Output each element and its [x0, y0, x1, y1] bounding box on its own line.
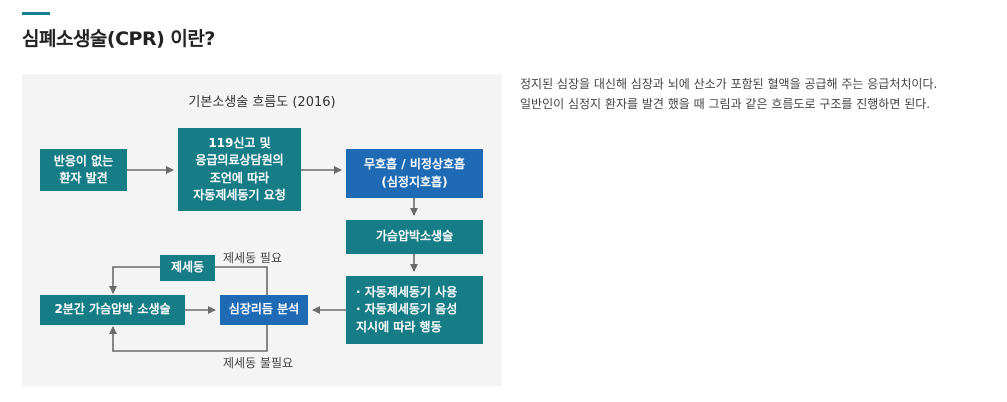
description-paragraph: 일반인이 심정지 환자를 발견 했을 때 그림과 같은 흐름도로 구조를 진행하… — [520, 97, 931, 112]
diagram-title: 기본소생술 흐름도 (2016) — [188, 95, 336, 110]
arrow-rhythm-to-defib — [215, 266, 268, 295]
node-call-119: 119신고 및 응급의료상담원의 조언에 따라 자동제세동기 요청 — [178, 128, 301, 211]
label-no-shock-needed: 제세동 불필요 — [223, 356, 294, 370]
node-no-breathing: 무호흡 / 비정상호흡 (심정지호흡) — [346, 149, 483, 198]
title-accent-bar — [22, 12, 50, 15]
node-rhythm-analysis: 심장리듬 분석 — [220, 295, 308, 325]
node-compression: 가슴압박소생술 — [346, 220, 483, 254]
arrow-defib-to-twomin — [109, 266, 160, 294]
flow-arrows — [109, 166, 418, 352]
node-unresponsive: 반응이 없는 환자 발견 — [40, 149, 127, 191]
description: 정지된 심장을 대신해 심장과 뇌에 산소가 포함된 혈액을 공급해 주는 응급… — [520, 74, 998, 115]
cpr-flowchart: 기본소생술 흐름도 (2016) 반응이 없는 환자 발견 119신고 및 응급… — [22, 74, 502, 386]
label-shock-needed: 제세동 필요 — [223, 251, 283, 265]
page-title: 심폐소생술(CPR) 이란? — [22, 28, 215, 50]
description-paragraph: 정지된 심장을 대신해 심장과 뇌에 산소가 포함된 혈액을 공급해 주는 응급… — [520, 77, 938, 91]
node-two-min-cpr: 2분간 가슴압박 소생술 — [40, 295, 185, 325]
node-defibrillation: 제세동 — [160, 255, 215, 281]
arrow-rhythm-no-shock — [109, 325, 268, 352]
node-aed: · 자동제세동기 사용 · 자동제세동기 음성 지시에 따라 행동 — [346, 276, 483, 344]
